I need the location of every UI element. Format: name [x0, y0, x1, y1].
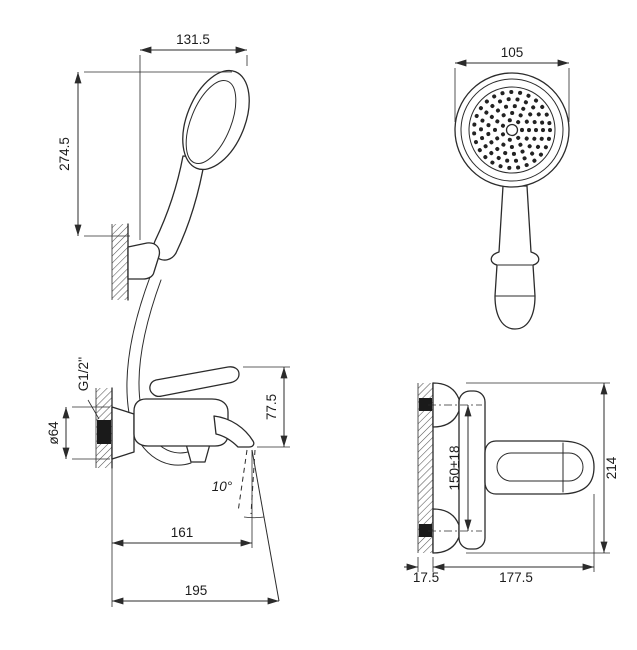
head-center-circle: [505, 123, 519, 137]
wall-hatch: [112, 224, 128, 300]
spray-dots-ring: [479, 97, 545, 163]
water-stream-dash-left: [237, 449, 248, 513]
mounting-centers-label: 150±18: [447, 446, 462, 491]
spray-dots-ring: [493, 111, 531, 149]
lever-top-outline: [496, 452, 584, 482]
connection-thread-label: G1/2'': [76, 357, 91, 391]
supply-fitting-top: [419, 398, 432, 411]
spray-dots-ring: [500, 118, 524, 142]
supply-fitting-bottom: [419, 524, 432, 537]
mixer-body-outline: [133, 398, 229, 447]
spout-drop-label: 77.5: [264, 394, 279, 420]
wall-holder-bracket: [127, 242, 161, 280]
escutcheon-cone: [111, 406, 135, 460]
head-diameter-label: 105: [501, 45, 524, 60]
mixer-front-view: 150±18 214 17.5 177.5: [404, 382, 619, 585]
mixer-manifold-body: [458, 390, 486, 550]
mixer-height-label: 214: [604, 456, 619, 479]
stream-angle-line: [251, 449, 280, 602]
mixer-cartridge-housing: [484, 440, 595, 495]
spout-outline: [213, 415, 255, 448]
spout-reach-label: 161: [171, 525, 194, 540]
thread-leader-line: [87, 399, 100, 420]
stream-angle-label: 10°: [212, 479, 233, 494]
handshower-head-outline: [182, 69, 250, 171]
spray-dots-ring: [486, 104, 538, 156]
handshower-front-handle: [490, 185, 540, 330]
supply-fitting-section: [97, 420, 111, 444]
mixer-side-view: 10° G1/2'' ø64 77.5 161 195: [46, 276, 290, 607]
projection-label: 177.5: [499, 570, 533, 585]
head-rim-circle: [460, 78, 564, 182]
head-faceplate-circle: [468, 86, 556, 174]
escutcheon-diameter-label: ø64: [46, 421, 61, 445]
overall-reach-label: 195: [185, 583, 208, 598]
handshower-handle-outline: [152, 155, 206, 261]
head-outer-circle: [454, 72, 570, 188]
handshower-side-view: 131.5 274.5: [57, 32, 250, 301]
handshower-width-label: 131.5: [176, 32, 210, 47]
hose-connection-nut: [185, 443, 211, 463]
handshower-front-view: 105: [454, 45, 570, 330]
wall-thickness-label: 17.5: [413, 570, 439, 585]
spray-dots-ring: [472, 90, 552, 170]
handshower-face-line: [185, 80, 237, 164]
handshower-height-label: 274.5: [57, 137, 72, 171]
mixer-lever-handle: [149, 366, 240, 398]
angle-arc: [243, 516, 265, 519]
wall-hatch: [418, 383, 433, 553]
